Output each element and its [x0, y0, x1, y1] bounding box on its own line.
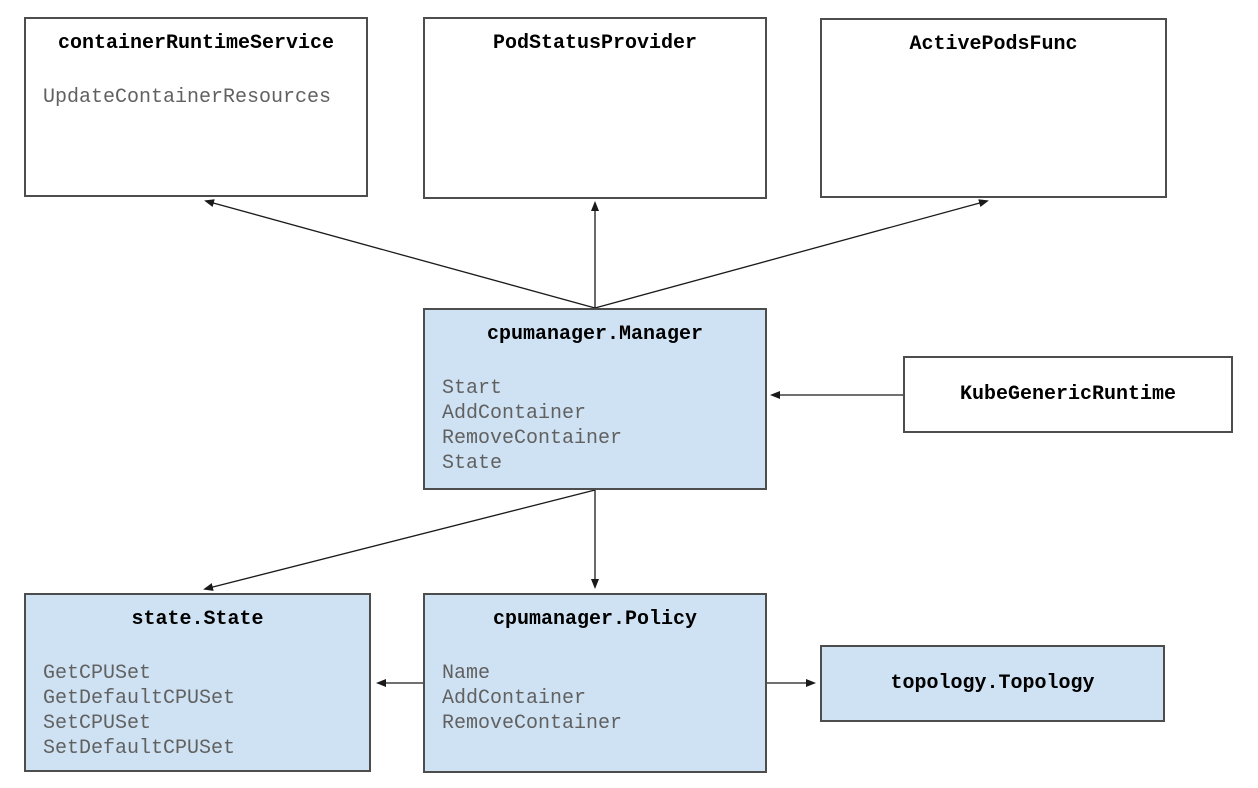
node-state-state: state.State GetCPUSet GetDefaultCPUSet S…: [24, 593, 371, 772]
node-cpumanager-policy: cpumanager.Policy Name AddContainer Remo…: [423, 593, 767, 773]
node-title: KubeGenericRuntime: [959, 382, 1177, 406]
method-label: State: [442, 452, 503, 475]
method-label: AddContainer: [442, 402, 587, 425]
node-title: ActivePodsFunc: [909, 33, 1078, 56]
edge-manager-to-active-pods-func: [594, 199, 989, 309]
node-kube-generic-runtime: KubeGenericRuntime: [903, 356, 1233, 433]
method-label: SetDefaultCPUSet: [43, 737, 236, 760]
method-label: RemoveContainer: [442, 427, 623, 450]
method-label: GetCPUSet: [43, 662, 152, 685]
node-methods: Name AddContainer RemoveContainer: [425, 661, 765, 736]
method-label: RemoveContainer: [442, 712, 623, 735]
method-label: Name: [442, 662, 491, 685]
node-title: topology.Topology: [890, 671, 1095, 695]
node-active-pods-func: ActivePodsFunc: [820, 18, 1167, 198]
node-title: state.State: [131, 608, 264, 631]
method-label: AddContainer: [442, 687, 587, 710]
node-methods: UpdateContainerResources: [26, 85, 366, 110]
node-title: cpumanager.Manager: [486, 323, 704, 346]
edge-manager-to-state: [203, 489, 596, 591]
method-label: GetDefaultCPUSet: [43, 687, 236, 710]
node-pod-status-provider: PodStatusProvider: [423, 17, 767, 199]
node-methods: GetCPUSet GetDefaultCPUSet SetCPUSet Set…: [26, 661, 369, 761]
node-title: cpumanager.Policy: [492, 608, 698, 631]
method-label: SetCPUSet: [43, 712, 152, 735]
method-label: Start: [442, 377, 503, 400]
node-container-runtime-service: containerRuntimeService UpdateContainerR…: [24, 17, 368, 197]
node-cpumanager-manager: cpumanager.Manager Start AddContainer Re…: [423, 308, 767, 490]
node-topology-topology: topology.Topology: [820, 645, 1165, 722]
node-methods: Start AddContainer RemoveContainer State: [425, 376, 765, 476]
edge-manager-to-container-runtime-service: [204, 199, 596, 309]
node-title: containerRuntimeService: [57, 32, 335, 55]
node-title: PodStatusProvider: [492, 32, 698, 55]
method-label: UpdateContainerResources: [43, 86, 332, 109]
